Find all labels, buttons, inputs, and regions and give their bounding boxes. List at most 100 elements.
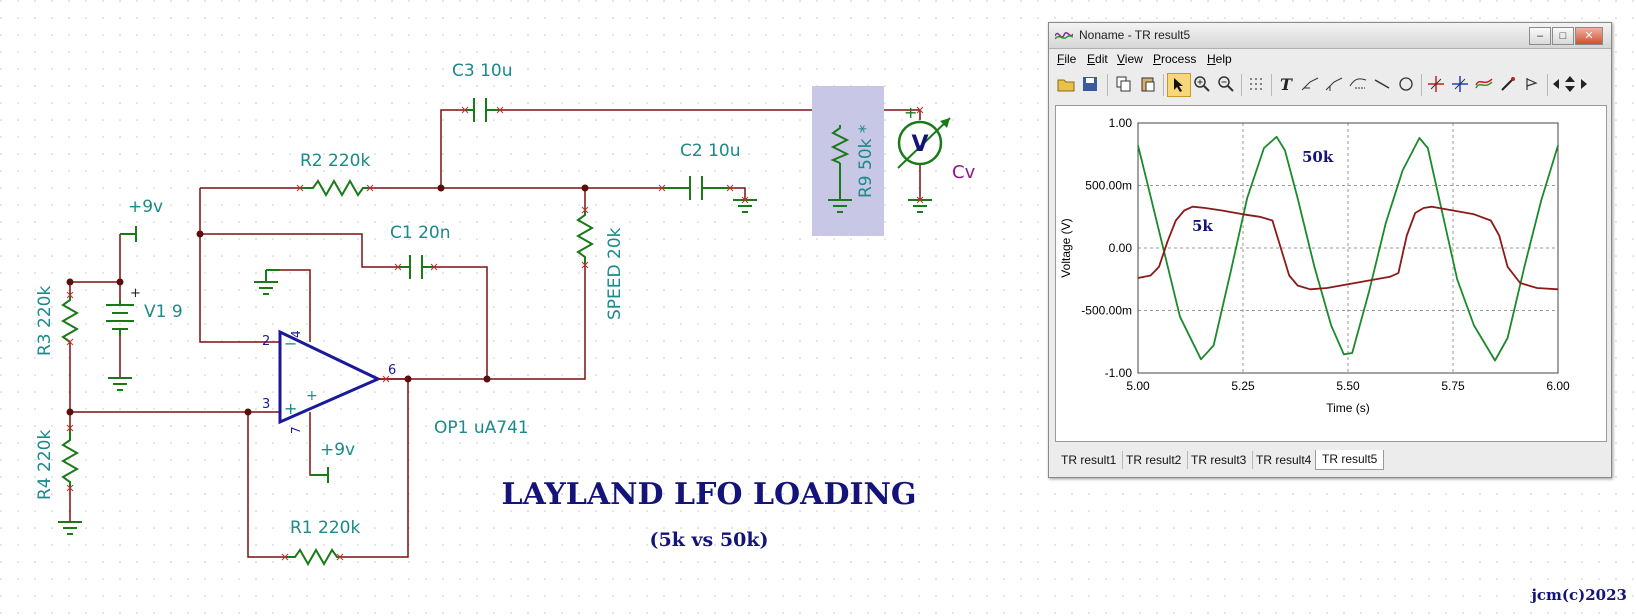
y-tick-label: -500.00m bbox=[1081, 304, 1132, 318]
minimize-button[interactable]: – bbox=[1529, 27, 1551, 45]
x-tick-label: 5.00 bbox=[1126, 379, 1150, 393]
v1-plus: + bbox=[130, 286, 141, 301]
probe-icon[interactable] bbox=[1497, 73, 1519, 95]
cursor-b-icon[interactable] bbox=[1449, 73, 1471, 95]
paste-icon[interactable] bbox=[1137, 73, 1159, 95]
tab-tr-result4[interactable]: TR result4 bbox=[1250, 451, 1319, 469]
opamp-plus-2: + bbox=[306, 388, 318, 404]
resistor-r1[interactable] bbox=[285, 547, 340, 567]
copy-icon[interactable] bbox=[1113, 73, 1135, 95]
pin-7: 7 bbox=[289, 426, 303, 434]
result-tabs: TR result1 TR result2 TR result3 TR resu… bbox=[1055, 450, 1605, 473]
y-tick-label: 500.00m bbox=[1085, 179, 1132, 193]
meter-plus: + bbox=[904, 103, 917, 122]
toolbar: T bbox=[1055, 71, 1605, 101]
label-c2: C2 10u bbox=[680, 141, 741, 161]
scroll-left-icon[interactable] bbox=[1549, 73, 1563, 95]
zoom-in-icon[interactable] bbox=[1191, 73, 1213, 95]
flag-icon[interactable] bbox=[1521, 73, 1543, 95]
circle-tool-icon[interactable] bbox=[1395, 73, 1417, 95]
window-titlebar[interactable]: Noname - TR result5 – □ ✕ bbox=[1049, 23, 1611, 49]
capacitor-c1[interactable] bbox=[398, 255, 434, 279]
capacitor-c2[interactable] bbox=[662, 176, 730, 200]
label-vcc-top: +9v bbox=[128, 197, 163, 217]
pin-3: 3 bbox=[262, 397, 270, 412]
voltmeter-cv[interactable] bbox=[897, 117, 951, 169]
credit: jcm(c)2023 bbox=[1529, 586, 1627, 604]
pin-2: 2 bbox=[262, 334, 270, 349]
annotation-50k: 50k bbox=[1302, 148, 1334, 166]
meter-letter: V bbox=[911, 132, 928, 157]
resistor-r3[interactable] bbox=[60, 295, 80, 343]
tr-result-window[interactable]: Noname - TR result5 – □ ✕ File Edit View… bbox=[1048, 22, 1612, 478]
menu-edit[interactable]: Edit bbox=[1087, 52, 1108, 66]
menu-file[interactable]: File bbox=[1057, 52, 1077, 66]
resistor-r2[interactable] bbox=[300, 178, 370, 198]
opamp-plus: + bbox=[284, 399, 297, 418]
waveform-app-icon bbox=[1055, 31, 1073, 40]
plot-frame bbox=[1137, 122, 1559, 374]
resistor-speed[interactable] bbox=[575, 210, 595, 265]
menu-view[interactable]: View bbox=[1117, 52, 1143, 66]
x-tick-label: 5.50 bbox=[1336, 379, 1360, 393]
resistor-r4[interactable] bbox=[60, 428, 80, 488]
tab-tr-result5[interactable]: TR result5 bbox=[1315, 450, 1385, 470]
label-r2: R2 220k bbox=[300, 151, 370, 171]
x-axis-label: Time (s) bbox=[1326, 401, 1370, 415]
label-op1: OP1 uA741 bbox=[434, 418, 529, 438]
label-r1: R1 220k bbox=[290, 518, 360, 538]
menu-help[interactable]: Help bbox=[1207, 52, 1232, 66]
ground-icon bbox=[254, 269, 280, 295]
menu-process[interactable]: Process bbox=[1153, 52, 1197, 66]
r9-selection[interactable] bbox=[812, 86, 884, 236]
pin-4: 4 bbox=[289, 330, 303, 338]
pin-6: 6 bbox=[388, 363, 396, 378]
diagram-subtitle: (5k vs 50k) bbox=[650, 529, 769, 551]
tab-tr-result1[interactable]: TR result1 bbox=[1055, 451, 1124, 469]
tab-tr-result2[interactable]: TR result2 bbox=[1120, 451, 1189, 469]
junctions bbox=[66, 106, 844, 416]
y-axis-label: Voltage (V) bbox=[1059, 218, 1073, 277]
supply-op bbox=[310, 467, 329, 483]
resistor-r9[interactable] bbox=[828, 125, 852, 213]
opamp-minus: − bbox=[284, 334, 297, 353]
grid-dots-icon[interactable] bbox=[1245, 73, 1267, 95]
open-folder-icon[interactable] bbox=[1055, 73, 1077, 95]
label-v1: V1 9 bbox=[144, 302, 183, 322]
tab-tr-result3[interactable]: TR result3 bbox=[1185, 451, 1254, 469]
line-tool-icon[interactable] bbox=[1371, 73, 1393, 95]
x-tick-label: 5.25 bbox=[1231, 379, 1255, 393]
label-c3: C3 10u bbox=[452, 61, 513, 81]
cursor-a-icon[interactable] bbox=[1425, 73, 1447, 95]
add-trace-icon[interactable] bbox=[1473, 73, 1495, 95]
ground-icon bbox=[58, 521, 82, 535]
plot-grid bbox=[1138, 123, 1558, 373]
label-c1: C1 20n bbox=[390, 223, 451, 243]
x-tick-label: 5.75 bbox=[1441, 379, 1465, 393]
pointer-icon[interactable] bbox=[1167, 73, 1191, 97]
ground-icon bbox=[108, 377, 132, 391]
window-title: Noname - TR result5 bbox=[1079, 28, 1191, 42]
curve-tool-2-icon[interactable] bbox=[1323, 73, 1345, 95]
curve-tool-icon[interactable] bbox=[1299, 73, 1321, 95]
scroll-updown-icon[interactable] bbox=[1563, 73, 1577, 95]
diagram-title: LAYLAND LFO LOADING bbox=[501, 477, 916, 512]
save-icon[interactable] bbox=[1079, 73, 1101, 95]
series-layer bbox=[1137, 135, 1559, 362]
opamp-op1[interactable] bbox=[278, 329, 408, 425]
label-r9: R9 50k * bbox=[856, 125, 876, 198]
text-tool-icon[interactable]: T bbox=[1280, 74, 1292, 94]
scroll-right-icon[interactable] bbox=[1577, 73, 1591, 95]
battery-v1[interactable] bbox=[106, 300, 134, 336]
y-tick-label: 1.00 bbox=[1109, 116, 1133, 130]
capacitor-c3[interactable] bbox=[465, 98, 500, 122]
maximize-button[interactable]: □ bbox=[1552, 27, 1574, 45]
cursor-line-icon[interactable] bbox=[1347, 73, 1369, 95]
close-button[interactable]: ✕ bbox=[1575, 27, 1603, 45]
zoom-out-icon[interactable] bbox=[1215, 73, 1237, 95]
y-tick-label: 0.00 bbox=[1109, 241, 1133, 255]
label-speed: SPEED 20k bbox=[605, 227, 625, 320]
